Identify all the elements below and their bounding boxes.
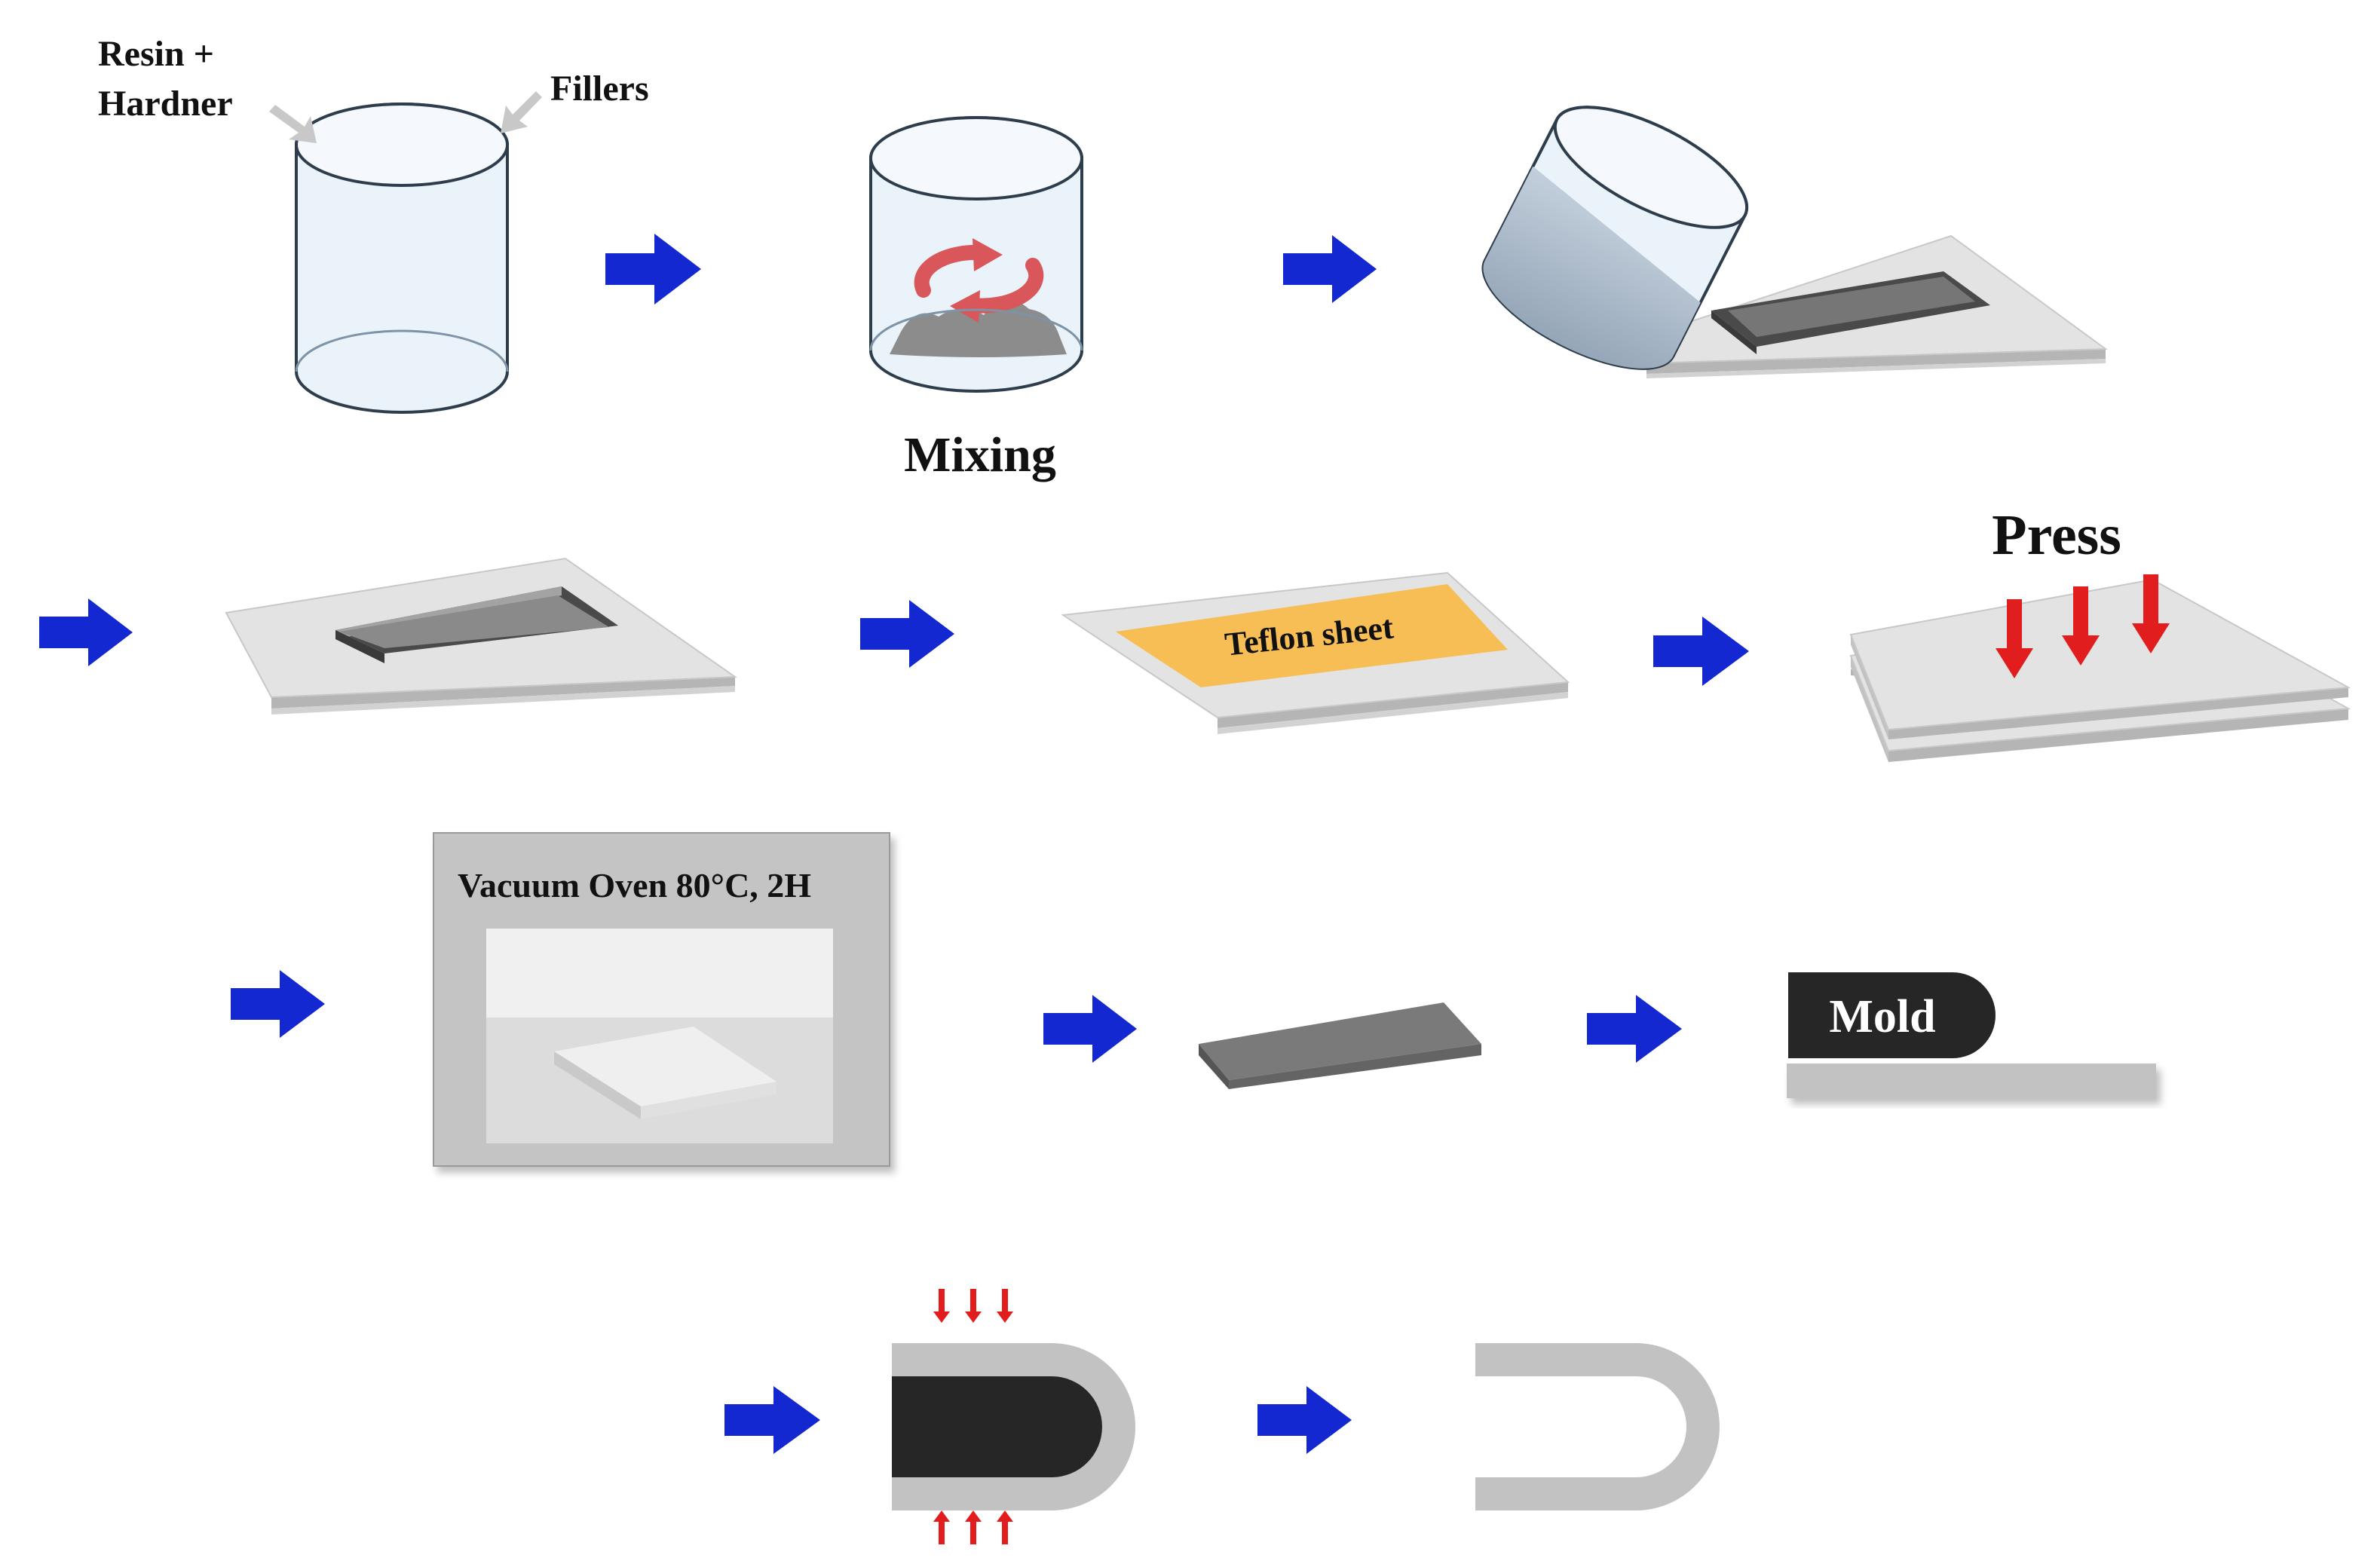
up-arrow-icon (997, 1510, 1013, 1544)
clamp-force-arrows-bottom (933, 1510, 1013, 1544)
tilted-beaker (1481, 106, 1749, 370)
pointer-arrows (269, 91, 542, 143)
press-plates (1849, 578, 2351, 762)
right-arrow-icon (605, 234, 701, 305)
vacuum-oven-label: Vacuum Oven 80°C, 2H (458, 866, 811, 904)
right-arrow-icon (1043, 995, 1137, 1063)
fillers-label: Fillers (550, 69, 649, 109)
teflon-sheet (1116, 584, 1508, 687)
cast-mold-plate (225, 557, 737, 715)
rotation-arrow-icon (950, 290, 980, 323)
flow-arrows (39, 234, 1749, 1454)
mold-block (892, 1376, 1102, 1477)
press-force-arrows (1996, 574, 2170, 678)
right-arrow-icon (1283, 235, 1377, 303)
down-arrow-icon (965, 1289, 982, 1323)
cured-sample (1199, 1002, 1481, 1089)
right-arrow-icon (231, 970, 325, 1038)
right-arrow-icon (1587, 995, 1682, 1063)
down-arrow-icon (2132, 574, 2170, 653)
vacuum-oven (433, 832, 890, 1167)
up-arrow-icon (933, 1510, 950, 1544)
flat-sample (1787, 1064, 2156, 1098)
bending-setup (892, 1343, 1135, 1510)
rotation-arrow-icon (965, 258, 1044, 314)
hardener-label: Hardner (98, 84, 233, 124)
mixing-beaker (869, 116, 1083, 393)
final-u-shaped-sample (1475, 1343, 1720, 1510)
up-arrow-icon (965, 1510, 982, 1544)
mold-label: Mold (1829, 991, 1935, 1042)
down-arrow-icon (997, 1289, 1013, 1323)
down-arrow-icon (2062, 586, 2100, 666)
u-shaped-sample (1475, 1343, 1720, 1510)
down-arrow-icon (1996, 599, 2033, 678)
empty-beaker (295, 103, 509, 414)
pointer-arrow-icon (501, 91, 542, 133)
rotation-arrow-icon (973, 238, 1003, 271)
liquid (1483, 166, 1701, 369)
right-arrow-icon (860, 600, 954, 668)
press-label: Press (1992, 503, 2121, 567)
right-arrow-icon (724, 1386, 820, 1454)
rotation-arrow-icon (914, 244, 988, 298)
pointer-arrow-icon (269, 105, 317, 143)
right-arrow-icon (39, 598, 133, 666)
resin-label: Resin + (98, 34, 214, 74)
right-arrow-icon (1257, 1386, 1352, 1454)
mold-block (1788, 972, 1996, 1058)
right-arrow-icon (1653, 617, 1749, 686)
bent-sample-around-mold (892, 1343, 1135, 1510)
pouring-mold-plate (1631, 234, 2108, 378)
teflon-plate (1061, 571, 1570, 734)
mixing-label: Mixing (904, 427, 1056, 482)
down-arrow-icon (933, 1289, 950, 1323)
mold-setup (1787, 972, 2156, 1098)
clamp-force-arrows-top (933, 1289, 1013, 1323)
